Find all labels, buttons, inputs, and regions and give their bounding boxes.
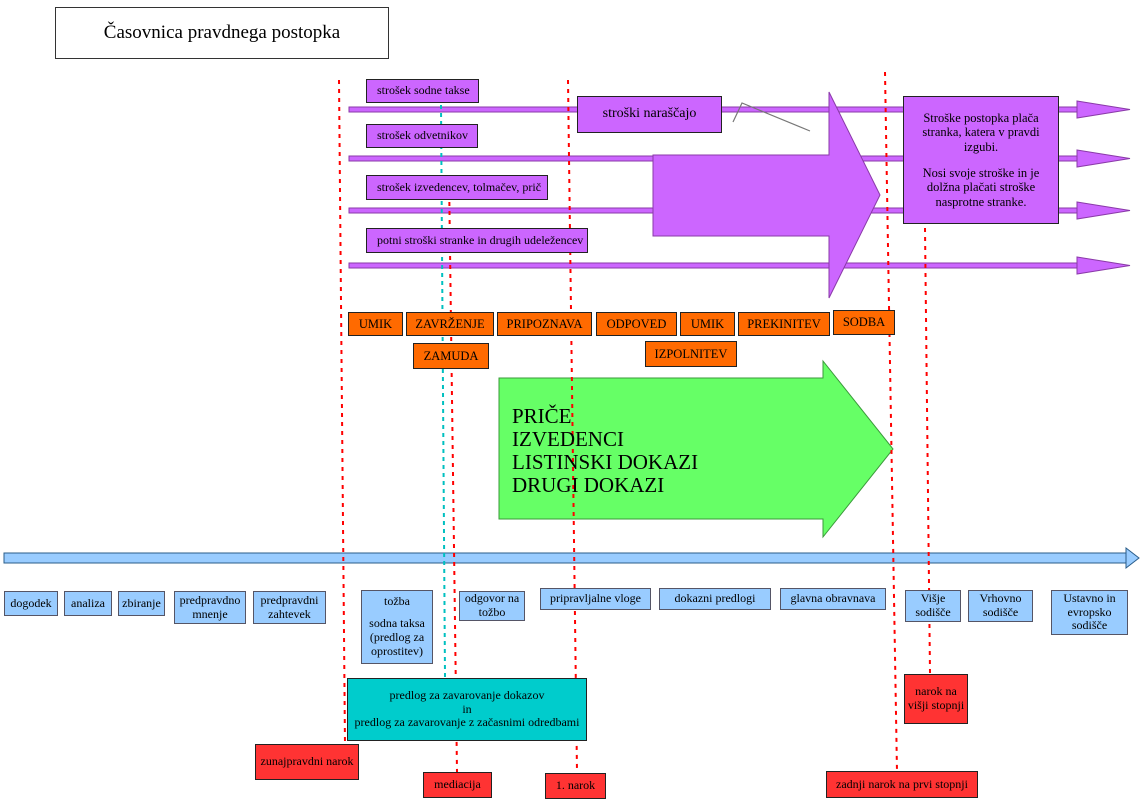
evidence-witnesses: PRIČE [512, 404, 572, 428]
evidence-experts: IZVEDENCI [512, 427, 624, 451]
page-title: Časovnica pravdnega postopka [55, 7, 389, 59]
rising-zigzag-line [732, 102, 811, 132]
stage-umik-1: UMIK [348, 312, 403, 336]
timeline-glavna-obravnava: glavna obravnava [780, 588, 886, 610]
cost-arrow-line-4 [348, 262, 1080, 269]
timeline-tozba: tožba sodna taksa (predlog za oprostitev… [361, 590, 433, 664]
stage-izpolnitev: IZPOLNITEV [645, 341, 737, 367]
divider-response [448, 174, 458, 773]
cost-rule-box: Stroške postopka plača stranka, katera v… [903, 96, 1059, 224]
timeline-pripravljalne-vloge: pripravljalne vloge [540, 588, 651, 610]
hearing-mediacija: mediacija [423, 772, 492, 798]
cost-rule-loser-pays: Stroške postopka plača stranka, katera v… [922, 110, 1040, 154]
timeline-vrhovno-sodisce: Vrhovno sodišče [968, 590, 1033, 622]
timeline-visje-sodisce: Višje sodišče [905, 590, 961, 622]
cost-court-fee: strošek sodne takse [366, 79, 479, 103]
main-timeline-arrow [3, 546, 1140, 570]
hearing-first: 1. narok [545, 773, 606, 799]
evidence-other: DRUGI DOKAZI [512, 473, 665, 497]
evidence-list: PRIČE IZVEDENCI LISTINSKI DOKAZI DRUGI D… [512, 405, 698, 497]
securing-proposals-box: predlog za zavarovanje dokazov in predlo… [347, 678, 587, 741]
stage-pripoznava: PRIPOZNAVA [497, 312, 592, 336]
securing-interim-measures: predlog za zavarovanje z začasnimi odred… [354, 715, 580, 730]
stage-umik-2: UMIK [680, 312, 735, 336]
divider-first-hearing [567, 79, 578, 773]
timeline-zbiranje: zbiranje [118, 591, 165, 616]
cost-rule-opposing-costs: Nosi svoje stroške in je dolžna plačati … [922, 166, 1040, 209]
cost-travel: potni stroški stranke in drugih udeležen… [366, 228, 588, 253]
securing-evidence: predlog za zavarovanje dokazov [389, 687, 545, 702]
cost-arrow-head-1 [1076, 100, 1131, 119]
costs-rising-label: stroški naraščajo [577, 96, 722, 133]
stage-odpoved: ODPOVED [596, 312, 677, 336]
stage-sodba: SODBA [833, 310, 895, 335]
evidence-big-arrow [498, 359, 894, 539]
divider-filing [338, 79, 346, 746]
evidence-documents: LISTINSKI DOKAZI [512, 450, 699, 474]
timeline-dogodek: dogodek [4, 591, 58, 616]
securing-and: in [462, 701, 472, 716]
cost-arrow-head-3 [1076, 201, 1131, 220]
timeline-odgovor: odgovor na tožbo [459, 591, 525, 621]
timeline-analiza: analiza [64, 591, 112, 616]
stage-prekinitev: PREKINITEV [738, 312, 830, 336]
timeline-ustavno-sodisce: Ustavno in evropsko sodišče [1051, 590, 1128, 635]
cost-experts: strošek izvedencev, tolmačev, prič [366, 175, 548, 200]
hearing-higher-instance: narok na višji stopnji [904, 674, 968, 724]
timeline-dokazni-predlogi: dokazni predlogi [659, 588, 771, 610]
tozba-title: tožba [384, 594, 410, 609]
cost-arrow-head-2 [1076, 149, 1131, 168]
timeline-predpravdni-zahtevek: predpravdni zahtevek [253, 591, 326, 624]
costs-rise-big-arrow [652, 91, 881, 299]
hearing-zunajpravdni: zunajpravdni narok [255, 744, 359, 780]
divider-last-hearing [884, 71, 898, 773]
stage-zamuda: ZAMUDA [413, 343, 489, 369]
hearing-last-first-instance: zadnji narok na prvi stopnji [826, 771, 978, 798]
cost-arrow-head-4 [1076, 256, 1131, 275]
stage-zavrzenje: ZAVRŽENJE [406, 312, 494, 336]
tozba-detail: sodna taksa (predlog za oprostitev) [369, 616, 425, 658]
timeline-predpravdno-mnenje: predpravdno mnenje [174, 591, 246, 624]
cost-lawyers: strošek odvetnikov [366, 124, 478, 148]
